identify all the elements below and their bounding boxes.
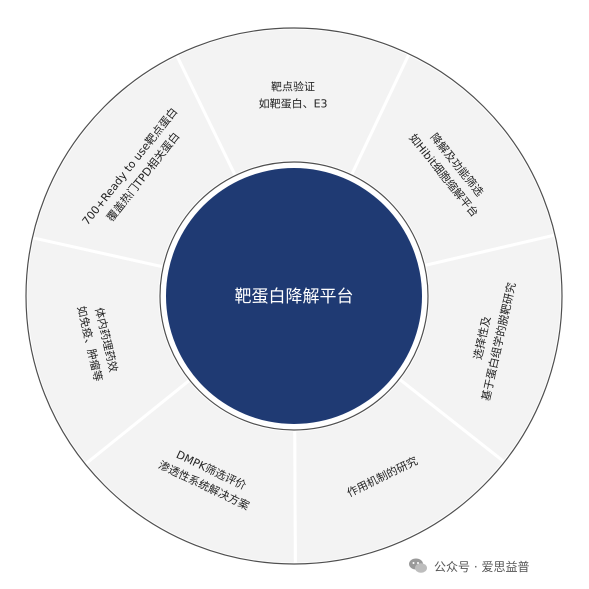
watermark-text: 公众号 · 爱思益普 <box>434 559 530 574</box>
segment-label-target-validation-0: 靶点验证 <box>271 79 315 93</box>
segments-layer <box>24 26 564 566</box>
outer-rim <box>25 27 563 565</box>
watermark: 公众号 · 爱思益普 <box>408 555 529 577</box>
inner-rim <box>159 161 429 431</box>
segment-label-target-validation-1: 如靶蛋白、E3 <box>259 96 328 110</box>
wechat-icon <box>409 558 427 573</box>
center-label: 靶蛋白降解平台 <box>235 287 354 307</box>
center-disc <box>166 168 422 424</box>
